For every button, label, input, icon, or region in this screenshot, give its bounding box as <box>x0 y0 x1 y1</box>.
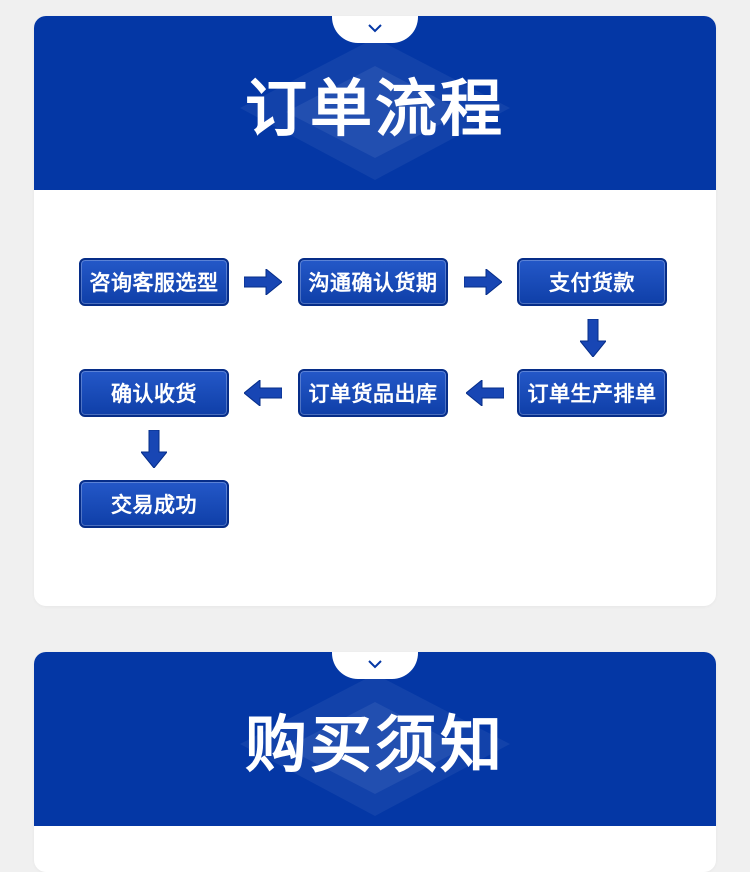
step-complete: 交易成功 <box>79 480 229 528</box>
purchase-notice-banner: 购买须知 <box>34 652 716 826</box>
diamond-decoration <box>240 674 510 816</box>
purchase-notice-card: 购买须知 <box>34 652 716 872</box>
step-confirm-delivery: 沟通确认货期 <box>298 258 448 306</box>
arrow-left-icon <box>244 380 282 406</box>
section-notch <box>332 652 418 679</box>
chevron-down-icon <box>368 660 382 669</box>
arrow-right-icon <box>464 269 502 295</box>
arrow-down-icon <box>141 430 167 468</box>
section-title: 订单流程 <box>244 72 505 145</box>
step-consult: 咨询客服选型 <box>79 258 229 306</box>
step-receive: 确认收货 <box>79 369 229 417</box>
chevron-down-icon <box>368 24 382 33</box>
arrow-right-icon <box>244 269 282 295</box>
order-process-card: 订单流程 咨询客服选型 沟通确认货期 支付货款 订单生产排单 订单货品出库 确认… <box>34 16 716 606</box>
section-notch <box>332 16 418 43</box>
arrow-down-icon <box>580 319 606 357</box>
diamond-decoration <box>240 38 510 180</box>
step-payment: 支付货款 <box>517 258 667 306</box>
step-production: 订单生产排单 <box>517 369 667 417</box>
arrow-left-icon <box>466 380 504 406</box>
step-shipping: 订单货品出库 <box>298 369 448 417</box>
order-process-banner: 订单流程 <box>34 16 716 190</box>
section-title: 购买须知 <box>244 708 505 781</box>
